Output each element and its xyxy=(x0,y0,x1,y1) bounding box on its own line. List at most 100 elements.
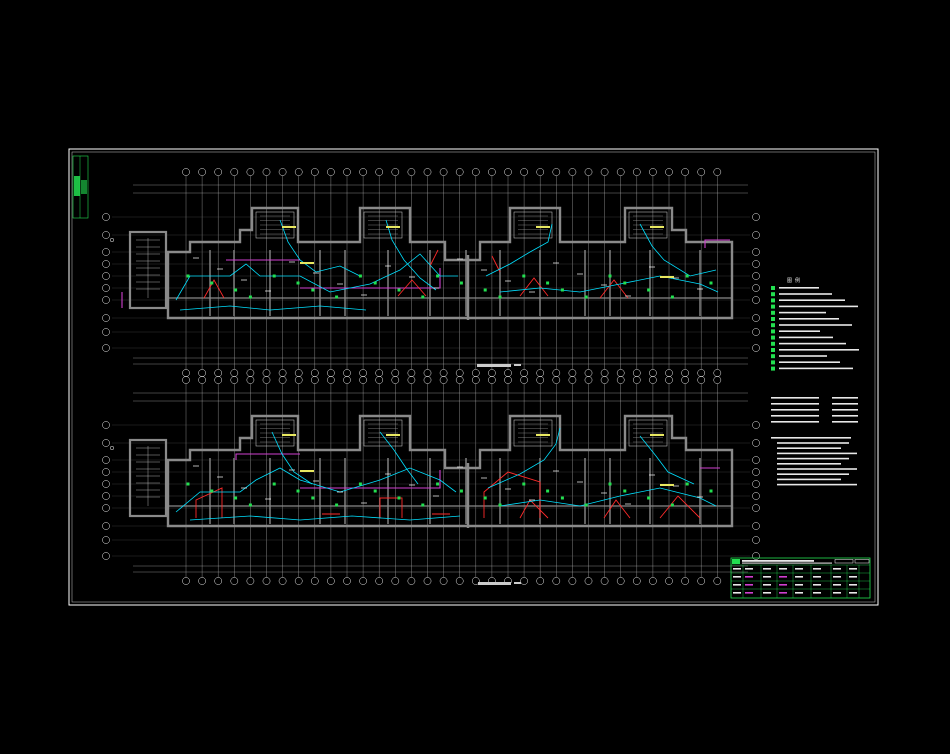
north-marker-icon xyxy=(109,445,115,451)
notes-text-line xyxy=(777,463,841,465)
exterior-wall xyxy=(166,206,734,320)
grid-bubble-icon xyxy=(681,577,689,585)
grid-bubble-icon xyxy=(230,376,239,384)
light-fixture-icon xyxy=(210,489,214,493)
core-room xyxy=(363,211,403,239)
company-name xyxy=(742,560,814,562)
circuit-tag xyxy=(536,434,550,436)
legend-text-line xyxy=(771,397,819,399)
grid-bubble-icon xyxy=(310,168,319,176)
red-circuit xyxy=(519,277,549,297)
grid-bubble-icon xyxy=(752,456,760,464)
grid-bubble-icon xyxy=(665,577,673,585)
light-fixture-icon xyxy=(186,274,190,278)
grid-bubble-icon xyxy=(752,504,760,512)
grid-bubble-icon xyxy=(439,376,448,384)
grid-bubble-icon xyxy=(327,168,335,176)
grid-bubble-icon xyxy=(632,376,641,384)
grid-bubble-icon xyxy=(584,369,593,377)
cyan-circuit xyxy=(385,219,437,291)
light-fixture-icon xyxy=(670,503,674,507)
grid-bubble-icon xyxy=(375,376,384,384)
cyan-circuit xyxy=(499,275,719,293)
grid-bubble-icon xyxy=(536,577,545,585)
title-cell-text xyxy=(849,568,857,570)
grid-bubble-icon xyxy=(752,480,760,488)
light-fixture-icon xyxy=(311,288,315,292)
cyan-circuit xyxy=(271,431,313,485)
light-fixture-icon xyxy=(335,295,339,299)
light-fixture-icon xyxy=(397,496,401,500)
notes-text-line xyxy=(777,457,849,460)
grid-bubble-icon xyxy=(407,376,416,384)
grid-bubble-icon xyxy=(752,314,760,322)
light-fixture-icon xyxy=(272,274,276,278)
grid-bubble-icon xyxy=(423,168,432,176)
light-fixture-icon xyxy=(483,288,487,292)
circuit-tag xyxy=(650,226,664,228)
light-fixture-icon xyxy=(709,281,713,285)
title-cell-text xyxy=(745,576,753,578)
grid-bubble-icon xyxy=(584,376,593,384)
grid-bubble-icon xyxy=(102,213,110,221)
light-fixture-icon xyxy=(210,281,214,285)
legend-symbol xyxy=(771,304,775,309)
light-fixture-icon xyxy=(685,274,689,278)
plan-upper xyxy=(102,168,760,377)
circuit-tag xyxy=(386,434,400,436)
title-cell-text xyxy=(813,568,821,570)
grid-bubble-icon xyxy=(455,376,464,384)
cyan-circuit xyxy=(639,435,695,485)
grid-bubble-icon xyxy=(552,376,561,384)
legend-text-line xyxy=(771,409,819,411)
legend-symbol xyxy=(771,292,775,297)
legend-symbol xyxy=(771,323,775,328)
grid-bubble-icon xyxy=(520,369,528,377)
grid-bubble-icon xyxy=(752,552,760,560)
red-circuit xyxy=(429,249,439,267)
legend-text-line xyxy=(771,403,819,405)
legend-text-line xyxy=(779,349,859,351)
grid-bubble-icon xyxy=(214,168,223,176)
caption-lower xyxy=(478,582,521,585)
legend-symbol xyxy=(771,354,775,359)
grid-bubble-icon xyxy=(246,168,255,176)
grid-bubble-icon xyxy=(375,369,384,377)
legend-symbol xyxy=(771,335,775,340)
grid-bubble-icon xyxy=(713,376,722,384)
grid-bubble-icon xyxy=(102,421,110,429)
grid-bubble-icon xyxy=(649,376,657,384)
sheet-border xyxy=(68,148,879,606)
light-fixture-icon xyxy=(358,274,362,278)
light-fixture-icon xyxy=(248,503,252,507)
title-block xyxy=(730,557,871,599)
grid-bubble-icon xyxy=(294,376,303,384)
legend-text-line xyxy=(832,421,858,423)
grid-bubble-icon xyxy=(278,376,287,384)
grid-bubble-icon xyxy=(407,168,416,176)
north-marker-icon xyxy=(109,237,115,243)
grid-bubble-icon xyxy=(681,376,689,384)
grid-bubble-icon xyxy=(294,369,303,377)
grid-bubble-icon xyxy=(198,168,206,176)
notes-text-line xyxy=(777,478,841,481)
legend-symbol xyxy=(771,298,775,303)
plan-lower xyxy=(102,376,760,585)
title-cell-text xyxy=(849,584,857,586)
light-fixture-icon xyxy=(608,482,612,486)
light-fixture-icon xyxy=(647,496,651,500)
grid-bubble-icon xyxy=(632,168,641,176)
grid-bubble-icon xyxy=(600,369,609,377)
magenta-circuit xyxy=(300,470,441,489)
grid-bubble-icon xyxy=(697,376,706,384)
grid-bubble-icon xyxy=(182,577,190,585)
light-fixture-icon xyxy=(685,482,689,486)
grid-bubble-icon xyxy=(343,376,351,384)
grid-bubble-icon xyxy=(182,369,190,377)
red-circuit xyxy=(379,497,403,518)
grid-bubble-icon xyxy=(697,369,706,377)
grid-bubble-icon xyxy=(294,577,303,585)
grid-bubble-icon xyxy=(568,577,577,585)
grid-bubble-icon xyxy=(102,272,110,280)
